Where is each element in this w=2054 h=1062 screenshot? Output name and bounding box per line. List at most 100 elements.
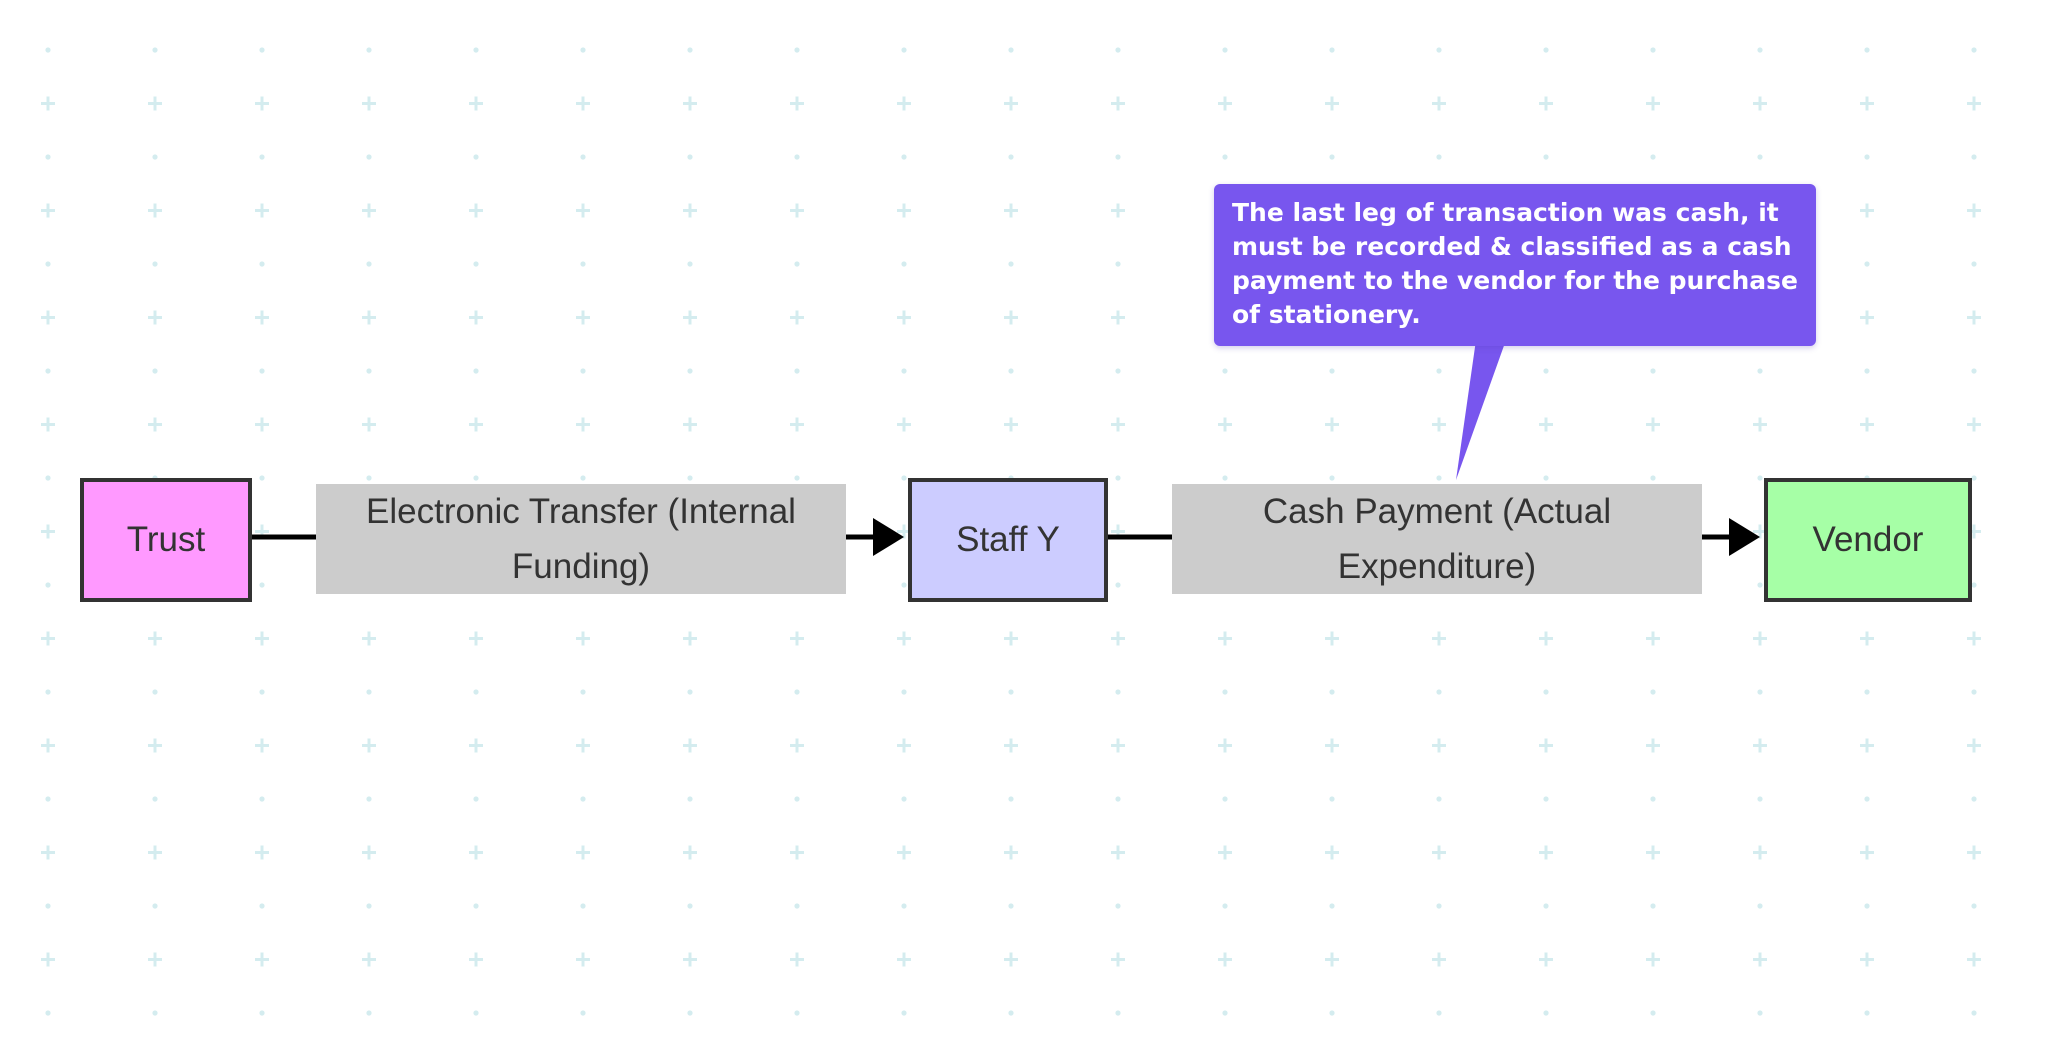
grid-dot [366,154,372,160]
grid-dot [1757,47,1763,53]
grid-dot [1436,689,1442,695]
grid-dot [794,368,800,374]
grid-dot [473,261,479,267]
grid-dot [1543,47,1549,53]
grid-dot [1650,475,1656,481]
grid-plus [1539,952,1553,967]
grid-dot [1650,903,1656,909]
grid-dot [901,582,907,588]
grid-plus [683,310,697,325]
grid-plus [148,738,162,753]
grid-plus [1753,96,1767,111]
grid-plus [1325,952,1339,967]
grid-plus [469,738,483,753]
grid-plus [255,845,269,860]
grid-dot [1971,582,1977,588]
grid-plus [1860,631,1874,646]
grid-dot [259,475,265,481]
grid-plus [790,203,804,218]
grid-dot [1115,475,1121,481]
grid-plus [1753,952,1767,967]
grid-dot [580,47,586,53]
grid-dot [1008,154,1014,160]
grid-plus [255,96,269,111]
grid-dot [366,689,372,695]
grid-dot [794,261,800,267]
grid-plus [469,845,483,860]
grid-plus [683,845,697,860]
grid-plus [790,845,804,860]
grid-plus [576,417,590,432]
grid-dot [1436,903,1442,909]
edge-label-staff-vendor: Cash Payment (Actual Expenditure) [1172,484,1702,594]
grid-plus [1004,417,1018,432]
grid-dot [901,154,907,160]
grid-dot [580,475,586,481]
grid-plus [255,738,269,753]
grid-dot [366,261,372,267]
grid-dot [473,1010,479,1016]
grid-dot [1436,154,1442,160]
node-staff-y[interactable]: Staff Y [908,478,1108,602]
grid-plus [1753,631,1767,646]
grid-dot [45,154,51,160]
grid-dot [1222,796,1228,802]
grid-dot [687,1010,693,1016]
grid-plus [1860,845,1874,860]
grid-dot [45,1010,51,1016]
grid-dot [152,903,158,909]
grid-dot [1222,368,1228,374]
grid-dot [1971,154,1977,160]
grid-dot [1436,47,1442,53]
grid-plus [576,631,590,646]
grid-plus [1004,96,1018,111]
grid-dot [1757,368,1763,374]
grid-dot [1757,796,1763,802]
grid-plus [1646,96,1660,111]
grid-dot [1971,796,1977,802]
grid-plus [1539,417,1553,432]
grid-plus [41,845,55,860]
grid-plus [790,738,804,753]
grid-dot [366,796,372,802]
node-trust[interactable]: Trust [80,478,252,602]
grid-dot [1650,368,1656,374]
grid-plus [1111,631,1125,646]
annotation-note[interactable]: The last leg of transaction was cash, it… [1214,184,1816,346]
grid-plus [1325,738,1339,753]
grid-dot [1864,154,1870,160]
grid-dot [901,47,907,53]
grid-dot [259,689,265,695]
grid-plus [1539,631,1553,646]
grid-plus [469,952,483,967]
node-vendor[interactable]: Vendor [1764,478,1972,602]
grid-dot [1971,689,1977,695]
grid-dot [687,154,693,160]
grid-dot [687,47,693,53]
grid-dot [152,796,158,802]
grid-dot [1329,154,1335,160]
grid-plus [1111,203,1125,218]
grid-dot [366,1010,372,1016]
grid-plus [683,417,697,432]
grid-plus [41,524,55,539]
grid-dot [1008,1010,1014,1016]
grid-plus [897,631,911,646]
grid-plus [148,845,162,860]
grid-dot [152,1010,158,1016]
grid-dot [1971,1010,1977,1016]
grid-plus [1967,845,1981,860]
grid-dot [1222,47,1228,53]
grid-plus [469,631,483,646]
grid-dot [1222,1010,1228,1016]
grid-plus [41,96,55,111]
grid-dot [1650,796,1656,802]
grid-plus [1432,952,1446,967]
grid-dot [1971,903,1977,909]
grid-dot [1650,689,1656,695]
grid-dot [473,903,479,909]
grid-plus [41,952,55,967]
grid-dot [152,47,158,53]
grid-dot [473,796,479,802]
